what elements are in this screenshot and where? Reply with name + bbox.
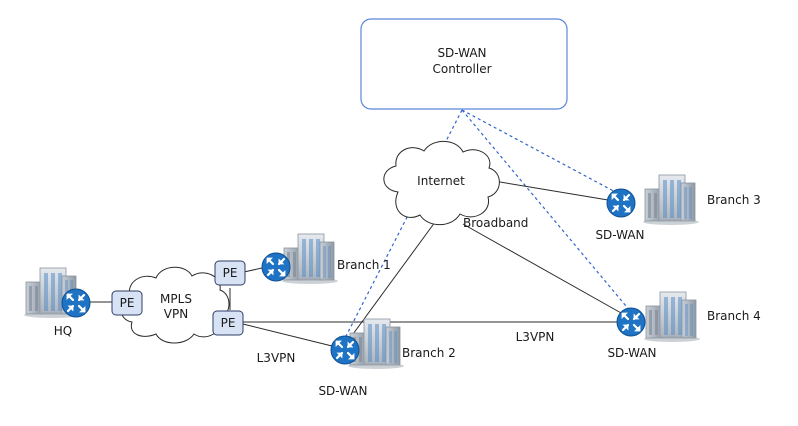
branch1-router-icon[interactable] xyxy=(260,251,292,283)
link-internet-branch3 xyxy=(487,179,609,201)
pe-branch1-label: PE xyxy=(223,266,238,280)
controller-title-line2: Controller xyxy=(432,62,491,76)
pe-hq[interactable]: PE xyxy=(111,290,143,316)
pe-hq-label: PE xyxy=(120,296,135,310)
link-pe-branch2 xyxy=(242,323,333,347)
pe-branch2[interactable]: PE xyxy=(212,310,244,336)
branch2-sdwan-label: SD-WAN xyxy=(318,384,367,398)
branch1-label: Branch 1 xyxy=(337,258,391,272)
solid-links xyxy=(90,179,631,347)
branch2-label: Branch 2 xyxy=(402,346,456,360)
internet-label: Internet xyxy=(417,174,465,188)
branch3-router-icon[interactable] xyxy=(605,187,637,219)
pe-branch1[interactable]: PE xyxy=(214,260,246,286)
l3vpn-center-label: L3VPN xyxy=(516,330,555,344)
controller-link-branch4 xyxy=(461,109,632,313)
link-pe-branch1 xyxy=(243,267,263,273)
branch4-sdwan-label: SD-WAN xyxy=(607,346,656,360)
branch3-sdwan-label: SD-WAN xyxy=(595,228,644,242)
branch2-router-icon[interactable] xyxy=(329,334,361,366)
hq-label: HQ xyxy=(54,324,72,338)
broadband-label: Broadband xyxy=(463,216,528,230)
branch4-label: Branch 4 xyxy=(707,309,761,323)
link-internet-branch2 xyxy=(344,217,439,346)
branch3-label: Branch 3 xyxy=(707,193,761,207)
mpls-label-line2: VPN xyxy=(164,307,188,321)
branch4-router-icon[interactable] xyxy=(615,306,647,338)
link-internet-branch4 xyxy=(462,223,631,319)
hq-router-icon[interactable] xyxy=(60,287,92,319)
mpls-cloud-icon xyxy=(120,266,230,344)
controller-title-line1: SD-WAN xyxy=(437,46,486,60)
pe-branch2-label: PE xyxy=(221,316,236,330)
branch1-building-icon xyxy=(281,233,339,285)
controller-link-branch3 xyxy=(461,109,622,196)
mpls-label-line1: MPLS xyxy=(160,292,192,306)
branch3-building-icon xyxy=(642,174,700,226)
sdwan-controller[interactable]: SD-WAN Controller xyxy=(360,18,568,110)
internet-cloud-icon xyxy=(383,140,500,226)
branch4-building-icon xyxy=(643,291,701,343)
l3vpn-left-label: L3VPN xyxy=(257,351,296,365)
